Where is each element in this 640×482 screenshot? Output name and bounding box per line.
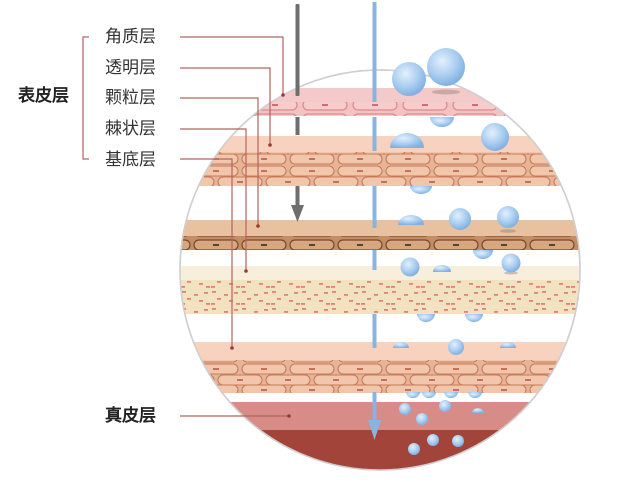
basale-band	[180, 342, 580, 360]
layer-label-spinosum: 棘状层	[105, 119, 156, 139]
layer-label-granulosum: 颗粒层	[105, 88, 156, 108]
water-droplets	[390, 48, 521, 455]
corneum-band	[180, 88, 580, 102]
epidermis-bracket	[82, 36, 89, 160]
gray-penetration-arrow	[291, 4, 304, 222]
corneum-cells	[180, 102, 580, 116]
skin-bands	[180, 88, 580, 470]
upper-cell-layer	[180, 152, 580, 186]
dotted-layer	[180, 280, 580, 314]
layer-label-corneum: 角质层	[105, 27, 156, 47]
basale-cells	[180, 360, 580, 393]
epidermis-label: 表皮层	[18, 86, 69, 106]
dermis-lower	[180, 430, 580, 470]
blue-penetration-arrow	[368, 2, 381, 440]
layer-label-lucidum: 透明层	[105, 58, 156, 78]
leader-dots	[230, 93, 291, 418]
lucidum-band	[180, 136, 580, 152]
spinosum-band	[180, 266, 580, 280]
leader-lines	[82, 36, 289, 417]
dermis-label: 真皮层	[105, 406, 156, 426]
layer-label-basale: 基底层	[105, 150, 156, 170]
granulosum-band	[180, 220, 580, 236]
granulosum-cells	[180, 236, 580, 250]
